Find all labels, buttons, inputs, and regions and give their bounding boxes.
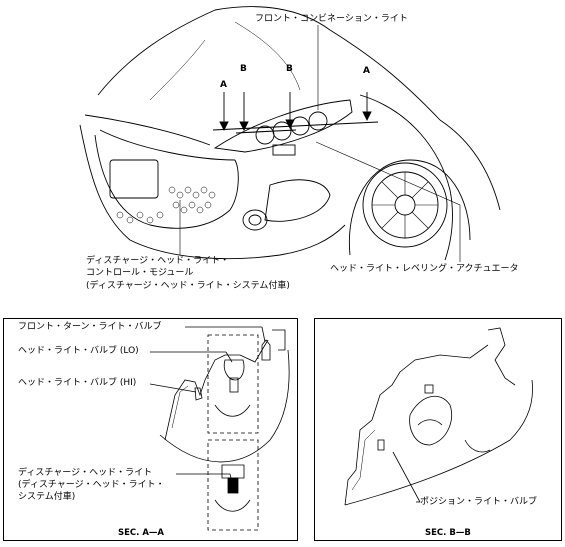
section-aa-panel xyxy=(3,318,298,541)
grille-outline xyxy=(94,134,239,229)
label-discharge-light-line2: (ディスチャージ・ヘッド・ライト・ xyxy=(18,480,165,490)
label-discharge-light-line3: システム付車) xyxy=(18,492,76,502)
label-head-bulb-lo: ヘッド・ライト・バルブ (LO) xyxy=(18,346,139,356)
label-front-turn-bulb: フロント・ターン・ライト・バルブ xyxy=(18,322,162,332)
label-discharge-light-line1: ディスチャージ・ヘッド・ライト xyxy=(18,468,153,478)
wheel xyxy=(362,162,448,248)
label-discharge-module-line3: (ディスチャージ・ヘッド・ライト・システム付車) xyxy=(86,281,290,291)
label-position-bulb: ポジション・ライト・バルブ xyxy=(420,497,538,507)
label-leveling-actuator: ヘッド・ライト・レベリング・アクチュエータ xyxy=(330,264,519,274)
label-discharge-module-line1: ディスチャージ・ヘッド・ライト・ xyxy=(86,256,230,266)
fender-outline xyxy=(359,94,453,261)
marker-a-left: A xyxy=(220,80,227,90)
label-head-bulb-hi: ヘッド・ライト・バルブ (HI) xyxy=(18,378,137,388)
marker-b-left: B xyxy=(240,64,247,74)
label-front-combination-light: フロント・コンビネーション・ライト xyxy=(255,14,408,24)
bumper-outline xyxy=(79,124,346,260)
marker-a-right: A xyxy=(363,66,370,76)
label-discharge-module-line2: コントロール・モジュール xyxy=(86,268,194,278)
hood-outline xyxy=(214,6,441,121)
marker-b-right: B xyxy=(286,64,293,74)
section-bb-panel xyxy=(314,318,562,541)
section-bb-title: SEC. B—B xyxy=(425,528,471,538)
section-aa-title: SEC. A—A xyxy=(118,528,165,538)
